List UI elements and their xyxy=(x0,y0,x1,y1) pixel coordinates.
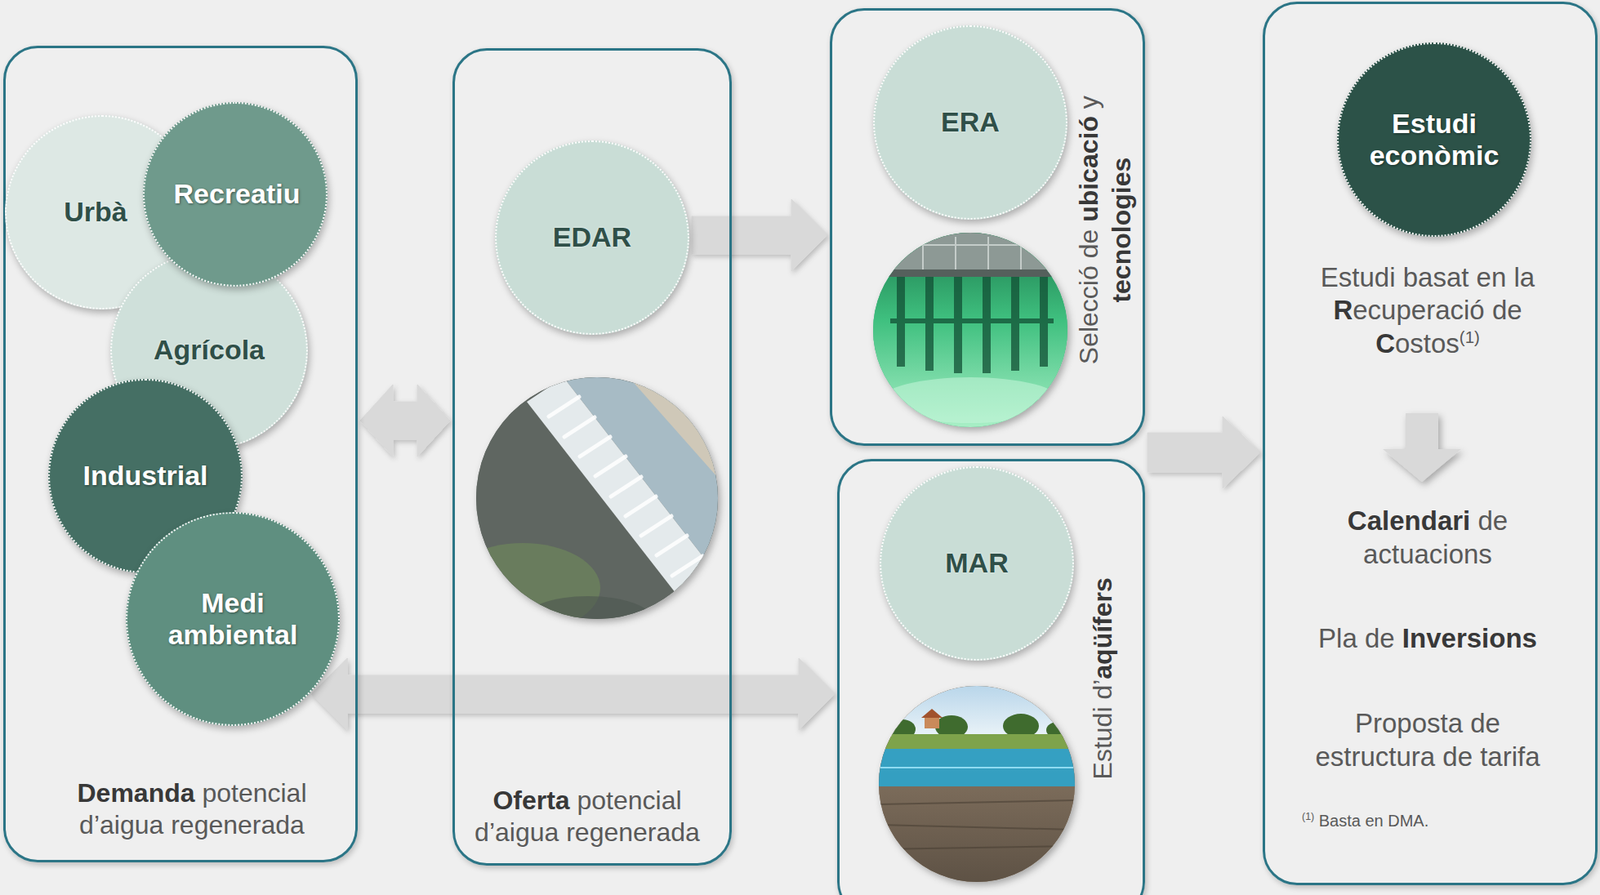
circle-label: Medi ambiental xyxy=(151,587,315,651)
plant-scene xyxy=(873,232,1068,428)
circle-node: EDAR xyxy=(494,140,690,335)
superscript: (1) xyxy=(1459,327,1480,347)
circle-node: Medi ambiental xyxy=(125,512,340,727)
down-arrow xyxy=(1382,413,1462,482)
circle-node: Recreatiu xyxy=(142,102,328,287)
circle-label: Urbà xyxy=(63,196,127,228)
roof xyxy=(921,708,943,718)
block-arrow xyxy=(1147,416,1261,453)
circle-label: Estudi econòmic xyxy=(1352,107,1516,172)
emphasis: ubicació xyxy=(1074,115,1104,223)
cascade-streaks xyxy=(548,396,703,576)
panel-box: Estudi d’aqüífers MAR xyxy=(837,459,1146,895)
circle-node: ERA xyxy=(873,25,1068,220)
panel-text: Selecció de ubicació y tecnologies xyxy=(1073,66,1138,393)
emphasis: Inversions xyxy=(1402,623,1538,654)
aquifer-photo xyxy=(878,686,1075,883)
emphasis: Oferta xyxy=(492,785,570,816)
channel-wall xyxy=(628,377,718,478)
emphasis: R xyxy=(1332,294,1353,326)
circle-label: ERA xyxy=(940,106,1000,139)
emphasis: C xyxy=(1375,328,1395,359)
panel-text: Calendari de actuacions xyxy=(1301,504,1555,572)
circle-node: MAR xyxy=(879,466,1075,661)
panel-box: Selecció de ubicació y tecnologies ERA xyxy=(829,8,1146,446)
aquifer-scene xyxy=(878,686,1075,883)
railing xyxy=(873,236,1068,270)
circle-label: Recreatiu xyxy=(173,178,301,210)
block-arrow xyxy=(691,199,828,272)
emphasis: tecnologies xyxy=(1106,156,1137,303)
photo-frame xyxy=(878,686,1075,883)
circle-label: MAR xyxy=(944,547,1008,580)
emphasis: Demanda xyxy=(76,778,195,808)
panel-box: Oferta potencial d’aigua regenerada EDAR xyxy=(452,48,732,866)
block-arrow xyxy=(311,658,835,731)
shadow xyxy=(522,596,654,646)
panel-text: Estudi d’aqüífers xyxy=(1087,543,1120,814)
block-arrow xyxy=(1147,452,1261,489)
panel-text: Pla de Inversions xyxy=(1301,622,1555,656)
plant-photo xyxy=(873,232,1068,428)
house xyxy=(924,717,940,729)
panel-box: Estudi basat en la Recuperació de Costos… xyxy=(1262,1,1598,886)
superscript: (1) xyxy=(1301,811,1315,823)
green-water xyxy=(873,232,1068,428)
weir-photo xyxy=(445,377,718,646)
circle-node: Estudi econòmic xyxy=(1337,42,1532,237)
circle-label: EDAR xyxy=(552,221,632,254)
panel-box: Demanda potencial d’aigua regenerada Urbà… xyxy=(3,45,358,863)
water-line xyxy=(878,766,1075,769)
moss xyxy=(445,543,601,633)
emphasis: aqüífers xyxy=(1087,577,1118,679)
panel-text: Estudi basat en la Recuperació de Costos… xyxy=(1301,261,1555,362)
panel-text: Oferta potencial d’aigua regenerada xyxy=(456,784,718,850)
aquifer-layer xyxy=(878,748,1075,787)
footnote: (1) Basta en DMA. xyxy=(1301,810,1429,832)
emphasis: Calendari xyxy=(1347,505,1471,536)
bridge xyxy=(873,232,1068,272)
diffuser-pipes xyxy=(890,276,1054,374)
circle-label: Industrial xyxy=(82,459,208,492)
rock xyxy=(878,686,1075,883)
strata xyxy=(878,800,1075,850)
panel-text: Proposta de estructura de tarifa xyxy=(1301,707,1555,775)
panel-text: Demanda potencial d’aigua regenerada xyxy=(53,777,331,843)
reflection xyxy=(880,377,1061,424)
grass xyxy=(878,734,1075,749)
block-arrow xyxy=(360,384,451,457)
photo-frame xyxy=(873,232,1068,428)
circle-label: Agrícola xyxy=(153,334,265,366)
weir-scene xyxy=(445,377,718,646)
bridge-beam xyxy=(873,269,1068,277)
